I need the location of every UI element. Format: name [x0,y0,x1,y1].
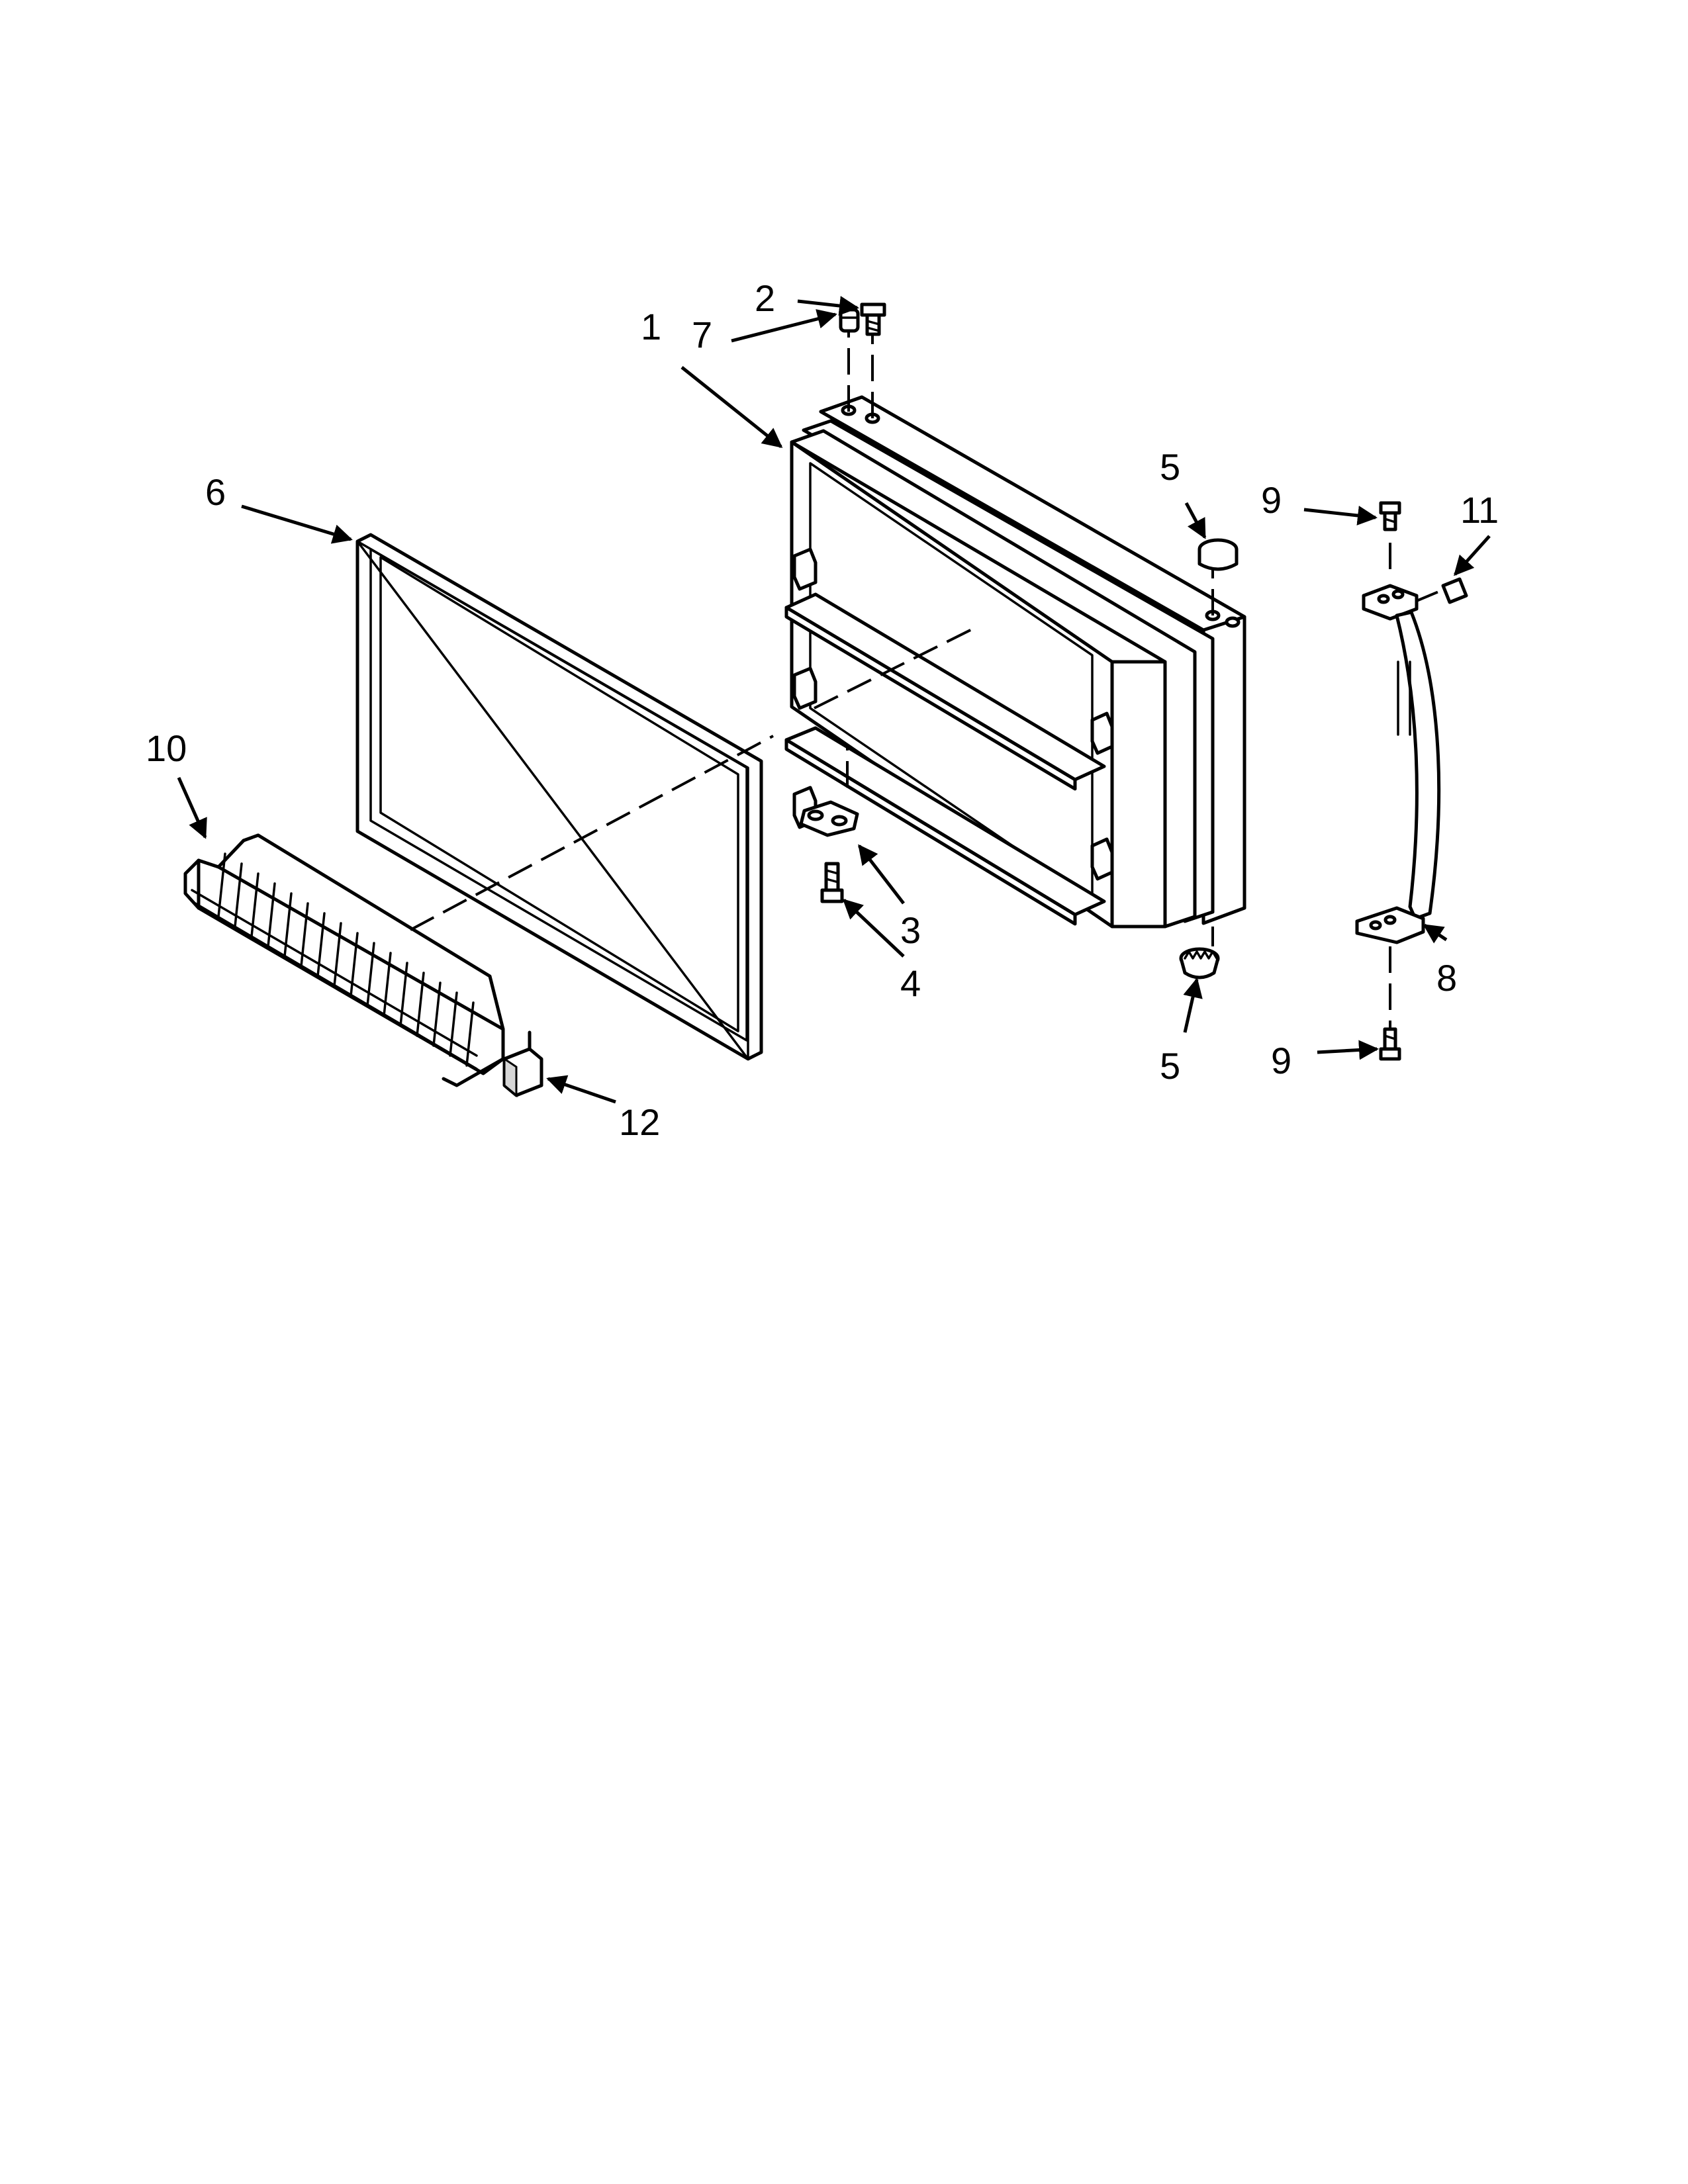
alignment-line-lower [410,735,774,931]
leader-10 [177,776,207,839]
leader-1 [680,366,783,448]
screw-part-9-top [1379,501,1401,531]
screw-part-2 [860,302,886,336]
leader-6 [241,504,353,544]
callout-10: 10 [146,727,187,769]
door-gasket-part [355,533,763,1061]
leader-7 [731,309,837,343]
leader-11 [1453,535,1491,576]
callout-3: 3 [900,909,921,951]
hinge-pin-part [839,308,860,333]
leader-8 [1423,923,1448,944]
spacer-part [799,800,859,837]
leader-5-bottom [1183,978,1203,1033]
callout-8: 8 [1436,957,1457,999]
leader-9-bottom [1317,1040,1379,1060]
alignment-line-upper [814,624,980,709]
leader-12 [546,1075,616,1104]
door-liner-part [784,395,1246,929]
callout-5-top: 5 [1160,446,1180,488]
callout-6: 6 [205,471,226,513]
leader-4 [842,898,905,958]
plug-button-part-bottom [1179,947,1220,979]
callout-2: 2 [755,277,775,319]
callout-11: 11 [1460,489,1499,531]
leader-lines [177,296,1491,1104]
basket-wires [217,852,475,1067]
callout-5-bottom: 5 [1160,1045,1180,1087]
end-cap-clip-part [502,1030,543,1098]
callout-4: 4 [900,962,921,1004]
wire-basket-part [183,833,505,1087]
leader-5-top [1184,502,1207,539]
leader-9-top [1303,506,1378,525]
callout-9-bottom: 9 [1271,1040,1291,1081]
screw-part-4 [820,862,844,903]
callout-12: 12 [619,1101,660,1143]
leader-2 [797,296,859,316]
callout-1: 1 [641,306,661,347]
leader-3 [858,844,905,905]
callout-7: 7 [692,314,712,355]
bracket-part [1441,577,1468,604]
screw-part-9-bottom [1379,1027,1401,1061]
callout-9-top: 9 [1261,479,1282,521]
door-handle-part [1355,584,1441,944]
plug-button-part-top [1197,538,1239,571]
